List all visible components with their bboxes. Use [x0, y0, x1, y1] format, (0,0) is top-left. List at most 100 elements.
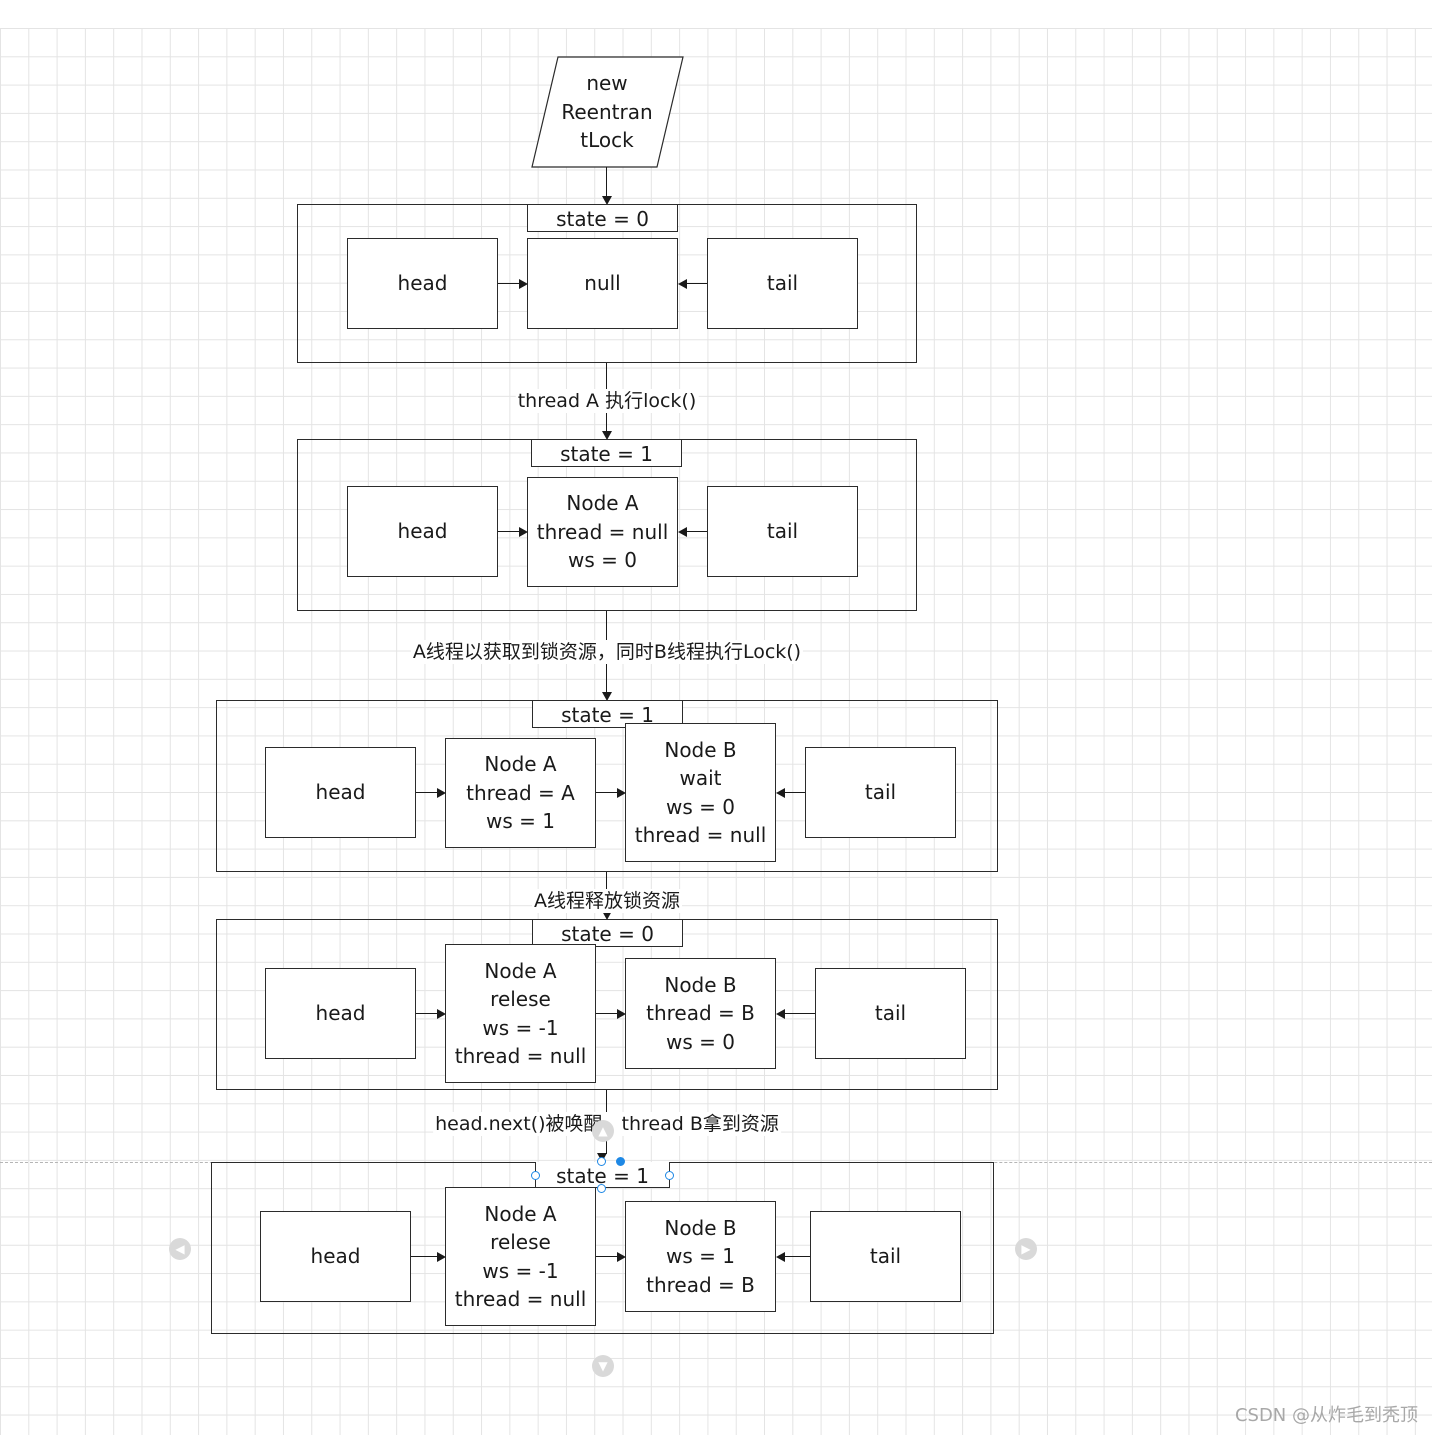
- node-a[interactable]: Node A relese ws = -1 thread = null: [445, 944, 596, 1083]
- node-line: Node B: [664, 972, 737, 997]
- node-line: ws = 1: [666, 1244, 735, 1269]
- node-line: tail: [874, 1001, 907, 1026]
- connector-line: [411, 1256, 438, 1257]
- node-line: tail: [869, 1244, 902, 1269]
- arrow-right-icon: [617, 1252, 626, 1262]
- node-line: thread = null: [634, 823, 767, 847]
- node-a[interactable]: Node A relese ws = -1 thread = null: [445, 1187, 596, 1326]
- head-node[interactable]: head: [265, 747, 416, 838]
- connector-line: [416, 792, 438, 793]
- resize-handle-icon[interactable]: [597, 1157, 606, 1166]
- node-line: Node A: [566, 491, 639, 516]
- node-line: head: [315, 1001, 366, 1026]
- head-node[interactable]: head: [265, 968, 416, 1059]
- connector-line: [596, 1256, 618, 1257]
- state-label-3[interactable]: state = 0: [532, 919, 683, 947]
- arrow-left-icon: [678, 279, 687, 289]
- resize-handle-icon[interactable]: [597, 1184, 606, 1193]
- watermark: CSDN @从炸毛到秃顶: [1234, 1405, 1418, 1426]
- arrow-right-icon: [519, 279, 528, 289]
- arrow-down-icon: [602, 431, 612, 440]
- connector-line: [686, 531, 707, 532]
- connector-line: [686, 283, 707, 284]
- resize-handle-icon[interactable]: [665, 1171, 674, 1180]
- connector-line: [784, 1256, 810, 1257]
- state-label-0[interactable]: state = 0: [527, 204, 678, 232]
- connector-line: [596, 1013, 618, 1014]
- arrow-down-icon: [602, 692, 612, 701]
- arrow-down-icon: [602, 196, 612, 205]
- node-line: Node B: [664, 1215, 737, 1240]
- node-line: thread = A: [466, 780, 575, 805]
- node-b[interactable]: Node B wait ws = 0 thread = null: [625, 723, 776, 862]
- tail-node[interactable]: tail: [805, 747, 956, 838]
- node-line: null: [584, 271, 621, 296]
- node-line: Node A: [484, 958, 557, 983]
- arrow-right-icon: [617, 788, 626, 798]
- chevron-down-icon[interactable]: ▼: [592, 1355, 614, 1377]
- node-line: Node B: [664, 737, 737, 762]
- head-node[interactable]: head: [260, 1211, 411, 1302]
- arrow-right-icon: [437, 1252, 446, 1262]
- node-a[interactable]: Node A thread = null ws = 0: [527, 477, 678, 587]
- tail-node[interactable]: tail: [707, 238, 858, 329]
- null-node[interactable]: null: [527, 238, 678, 329]
- head-node[interactable]: head: [347, 238, 498, 329]
- node-line: Node A: [484, 1201, 557, 1226]
- node-line: wait: [679, 766, 722, 790]
- tail-node[interactable]: tail: [815, 968, 966, 1059]
- start-line: tLock: [580, 128, 634, 153]
- connector-line: [416, 1013, 438, 1014]
- node-line: head: [397, 519, 448, 544]
- node-line: ws = -1: [482, 1258, 559, 1283]
- node-a[interactable]: Node A thread = A ws = 1: [445, 738, 596, 848]
- node-line: thread = null: [454, 1044, 587, 1068]
- node-line: head: [310, 1244, 361, 1269]
- head-node[interactable]: head: [347, 486, 498, 577]
- chevron-right-icon[interactable]: ▶: [1015, 1238, 1037, 1260]
- connector-line: [784, 1013, 815, 1014]
- node-line: ws = -1: [482, 1015, 559, 1040]
- start-parallelogram: [531, 56, 684, 168]
- arrow-right-icon: [437, 788, 446, 798]
- edge-label-1[interactable]: A线程以获取到锁资源，同时B线程执行Lock(): [410, 640, 804, 664]
- arrow-left-icon: [776, 1009, 785, 1019]
- node-line: thread = null: [536, 519, 669, 544]
- node-b[interactable]: Node B thread = B ws = 0: [625, 958, 776, 1069]
- state-label-1[interactable]: state = 1: [531, 439, 682, 467]
- resize-handle-icon[interactable]: [616, 1157, 625, 1166]
- resize-handle-icon[interactable]: [531, 1171, 540, 1180]
- start-line: Reentran: [561, 99, 653, 124]
- tail-node[interactable]: tail: [707, 486, 858, 577]
- arrow-left-icon: [776, 788, 785, 798]
- arrow-right-icon: [617, 1009, 626, 1019]
- node-line: ws = 0: [666, 794, 735, 819]
- chevron-left-icon[interactable]: ◀: [169, 1238, 191, 1260]
- canvas-top-band: [0, 0, 1432, 28]
- start-line: new: [586, 71, 628, 96]
- node-line: ws = 0: [568, 548, 637, 573]
- start-shape[interactable]: [531, 56, 685, 170]
- node-b[interactable]: Node B ws = 1 thread = B: [625, 1201, 776, 1312]
- node-line: head: [315, 780, 366, 805]
- node-line: tail: [766, 519, 799, 544]
- edge-label-0[interactable]: thread A 执行lock(): [515, 389, 699, 413]
- arrow-right-icon: [437, 1009, 446, 1019]
- node-line: thread = null: [454, 1287, 587, 1311]
- connector-line: [596, 792, 618, 793]
- node-line: thread = B: [646, 1001, 755, 1026]
- arrow-down-icon: [602, 911, 612, 920]
- state-label-4[interactable]: state = 1: [535, 1162, 670, 1188]
- tail-node[interactable]: tail: [810, 1211, 961, 1302]
- arrow-left-icon: [776, 1252, 785, 1262]
- chevron-up-icon[interactable]: ▲: [592, 1120, 614, 1142]
- node-line: relese: [490, 1230, 551, 1254]
- start-label: new Reentran tLock: [555, 57, 659, 167]
- node-line: head: [397, 271, 448, 296]
- connector-line: [498, 283, 520, 284]
- arrow-left-icon: [678, 527, 687, 537]
- arrow-right-icon: [519, 527, 528, 537]
- node-line: tail: [766, 271, 799, 296]
- connector-line: [498, 531, 520, 532]
- edge-label-2[interactable]: A线程释放锁资源: [532, 889, 682, 913]
